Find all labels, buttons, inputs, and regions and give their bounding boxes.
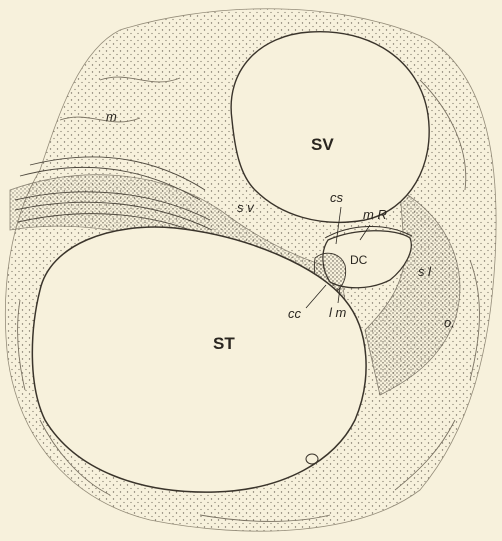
label-cc: cc: [288, 306, 302, 321]
label-o: o.: [444, 315, 455, 330]
label-sl: s l: [418, 264, 432, 279]
label-cs: cs: [330, 190, 344, 205]
label-lm: l m: [329, 305, 347, 320]
label-sv: SV: [311, 135, 334, 154]
label-mr: m R: [363, 207, 387, 222]
label-m: m: [106, 109, 117, 124]
label-dc: DC: [350, 253, 368, 267]
label-sv2: s v: [237, 200, 255, 215]
label-st: ST: [213, 334, 235, 353]
